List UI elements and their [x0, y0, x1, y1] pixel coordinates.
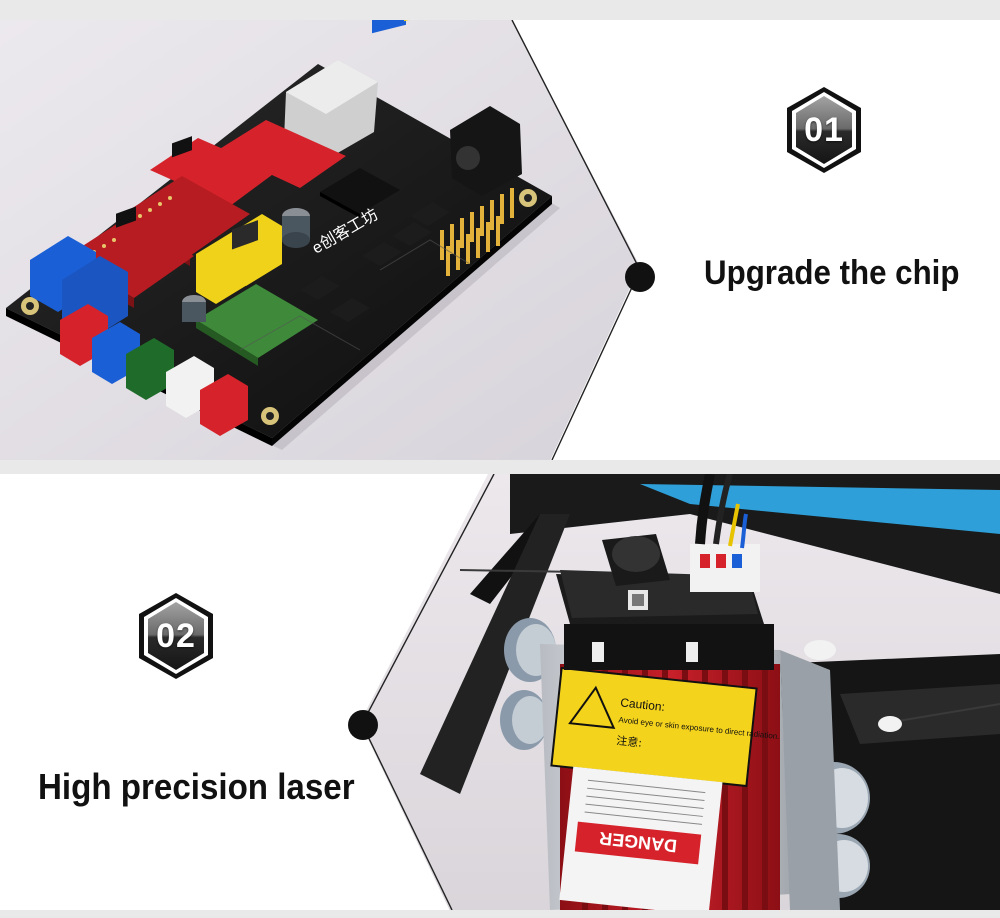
badge-number: 01	[804, 110, 844, 149]
caution-title: Caution:	[620, 695, 666, 714]
badge-number: 02	[156, 616, 196, 655]
hexagon-badge-icon	[139, 593, 213, 679]
bullet-dot-icon	[625, 262, 655, 292]
controller-board-illustration: e创客工坊	[0, 20, 640, 460]
feature-panel-01: e创客工坊 01 Upgrade	[0, 20, 1000, 460]
number-badge-01: 01	[786, 86, 862, 174]
bullet-dot-icon	[348, 710, 378, 740]
hexagon-badge-icon	[787, 87, 861, 173]
controller-board-photo: e创客工坊	[0, 20, 640, 460]
laser-module-illustration: Caution: Avoid eye or skin exposure to d…	[360, 474, 1000, 910]
laser-module-photo: Caution: Avoid eye or skin exposure to d…	[360, 474, 1000, 910]
feature-caption: High precision laser	[38, 766, 355, 807]
number-badge-02: 02	[138, 592, 214, 680]
caution-chinese-text: 注意:	[616, 733, 643, 750]
feature-caption: Upgrade the chip	[704, 254, 960, 292]
feature-panel-02: Caution: Avoid eye or skin exposure to d…	[0, 474, 1000, 910]
